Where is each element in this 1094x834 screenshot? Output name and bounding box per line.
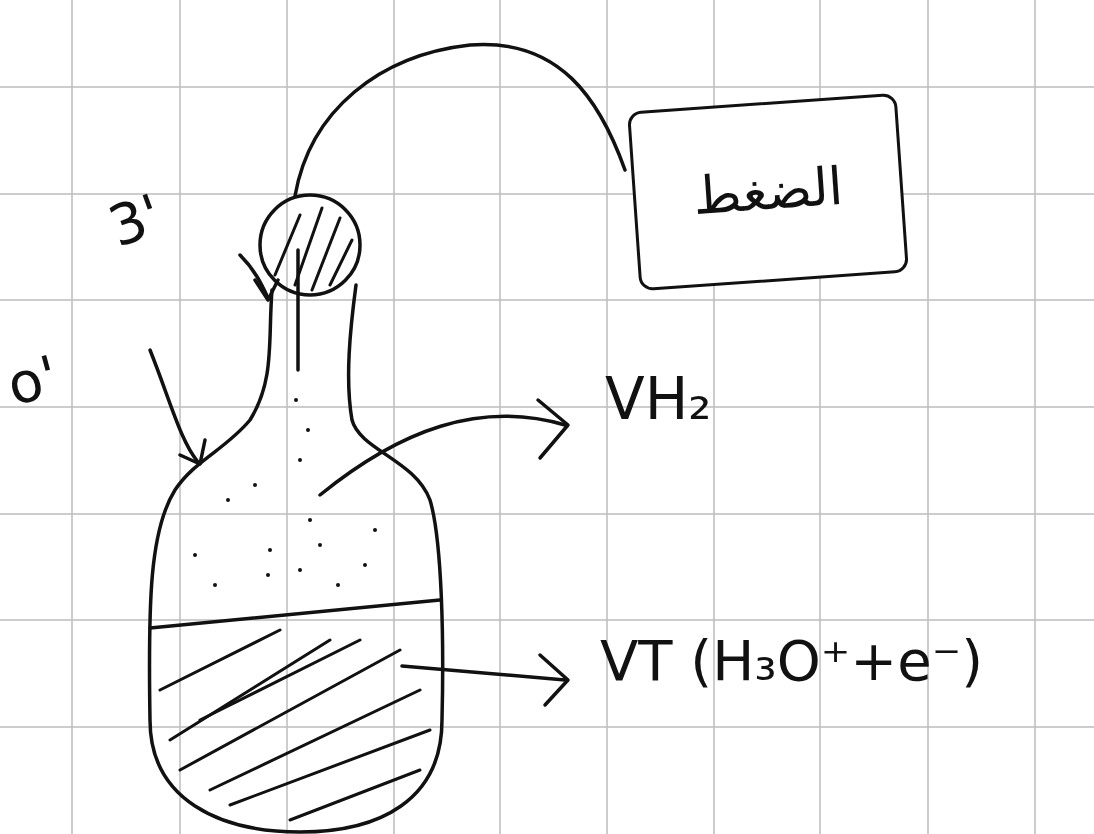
gauge-box: الضغط [627, 93, 909, 291]
tube-inner [296, 250, 300, 370]
handwritten-label: VH₂ [605, 368, 712, 432]
box-label: الضغط [691, 158, 844, 226]
arrowhead [255, 280, 278, 300]
arrowhead [540, 655, 568, 705]
handwritten-label: o' [1, 345, 65, 417]
stopper [260, 195, 360, 295]
leader-gas [320, 416, 565, 495]
stopper-hatching [275, 208, 352, 290]
liquid-surface [150, 600, 440, 628]
handwritten-label: VT (H₃O⁺+e⁻) [600, 630, 983, 692]
leader-liquid [402, 666, 565, 680]
handwritten-label: 3' [101, 183, 170, 258]
arrowhead [180, 440, 205, 464]
arrowhead [538, 400, 568, 458]
gas-dots [193, 398, 377, 587]
flask-outline [149, 285, 442, 832]
leader-left [150, 350, 198, 462]
tube [295, 44, 625, 196]
liquid-hatching [160, 630, 430, 820]
